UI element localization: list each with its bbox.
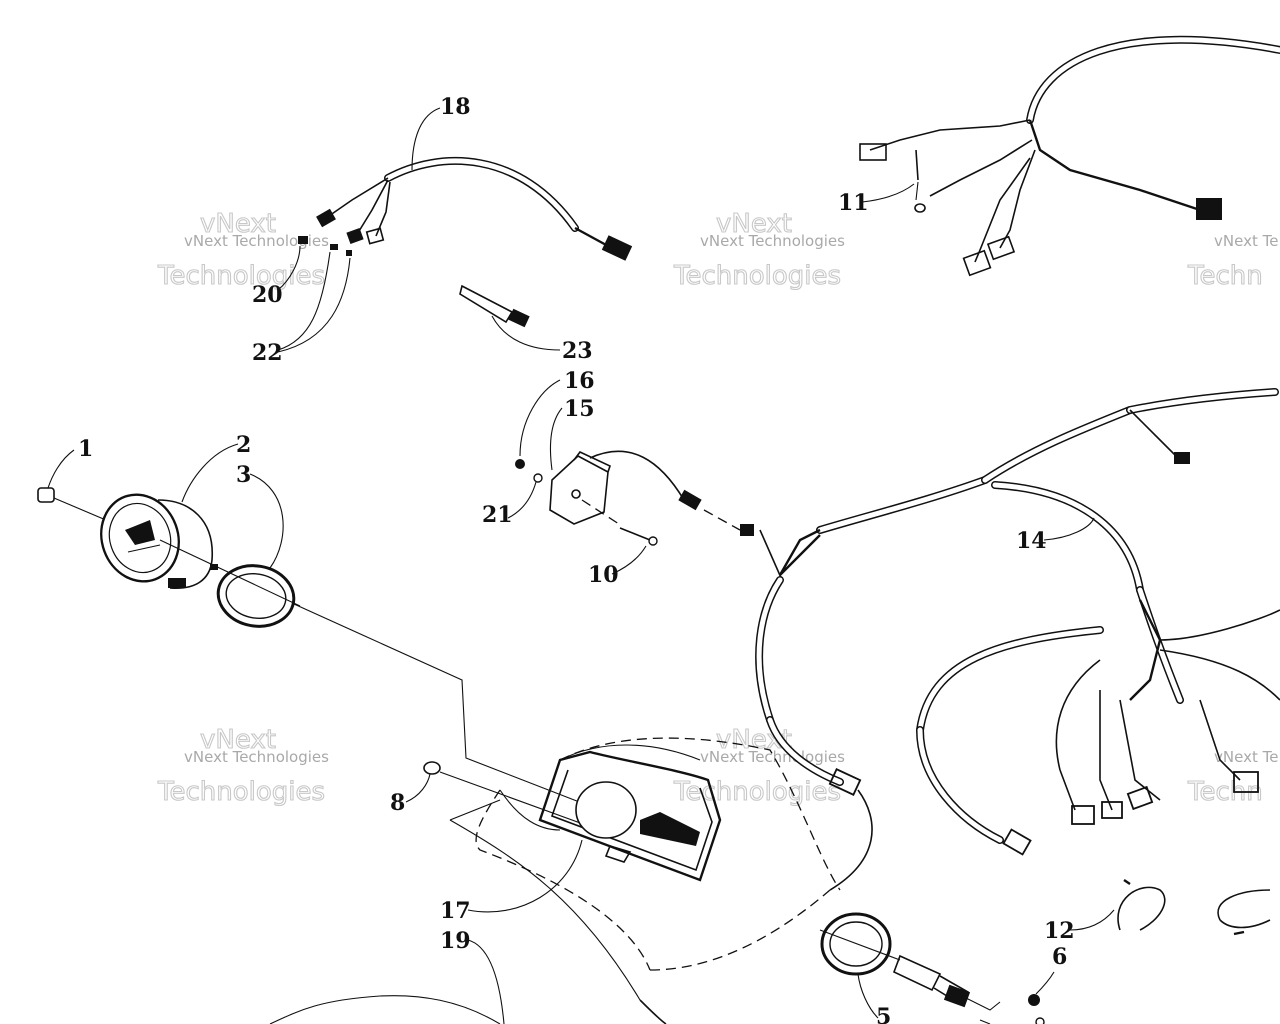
watermark-line: Technologies: [157, 261, 325, 291]
watermark-bottom-right: vNext Te Techn: [1186, 748, 1278, 808]
lower-right-hardware: [819, 879, 1271, 1024]
watermark-top-center: vNext vNext Technologies Technologies: [672, 208, 845, 291]
part-number-21: 21: [482, 502, 513, 528]
watermark-caption: vNext Technologies: [184, 232, 329, 250]
part-number-12: 12: [1044, 918, 1075, 944]
part-number-3: 3: [236, 462, 251, 488]
part-number-6: 6: [1052, 944, 1067, 970]
watermark-cut-caption: vNext Te: [1214, 748, 1278, 766]
part-number-10: 10: [588, 562, 619, 588]
part-number-11: 11: [838, 190, 869, 216]
dash-panel: [269, 737, 841, 1024]
part-number-17: 17: [440, 898, 471, 924]
part-number-1: 1: [78, 436, 93, 462]
watermark-caption: vNext Technologies: [700, 232, 845, 250]
watermark-line: Technologies: [673, 777, 841, 807]
harness-upper-left: [298, 156, 633, 261]
watermark-cut-caption: vNext Te: [1214, 232, 1278, 250]
harness-top-right: [859, 35, 1280, 277]
part-number-23: 23: [562, 338, 593, 364]
watermark-top-right: vNext Te Techn: [1186, 232, 1278, 292]
watermark-brand: vNext: [200, 725, 276, 755]
part-number-5: 5: [876, 1004, 891, 1024]
leader-lines: [47, 107, 1115, 1024]
part-number-18: 18: [440, 94, 471, 120]
watermark-line: Technologies: [157, 777, 325, 807]
watermark-caption: vNext Technologies: [700, 748, 845, 766]
part-number-20: 20: [252, 282, 283, 308]
part-number-16: 16: [564, 368, 595, 394]
main-harness-part-14: [740, 388, 1280, 891]
part-number-2: 2: [236, 432, 251, 458]
part-number-8: 8: [390, 790, 405, 816]
part-number-15: 15: [564, 396, 595, 422]
watermark-bottom-left: vNext vNext Technologies Technologies: [156, 724, 329, 807]
watermark-top-left: vNext vNext Technologies Technologies: [156, 208, 329, 291]
part-number-22: 22: [252, 340, 283, 366]
plug-part-23: [459, 284, 530, 328]
watermark-line: Technologies: [673, 261, 841, 291]
watermark-bottom-center: vNext vNext Technologies Technologies: [672, 724, 845, 807]
regulator-assembly: [515, 450, 741, 546]
gauge-leader-lines: [293, 603, 601, 829]
watermark-caption: vNext Technologies: [184, 748, 329, 766]
watermark-brand: vNext: [200, 209, 276, 239]
gauge-assembly: [37, 487, 301, 628]
watermark-cut-word: Techn: [1187, 261, 1263, 291]
part-number-19: 19: [440, 928, 471, 954]
part-number-labels: 18 20 22 23 16 15 21 10 11 14 1 2 3 8 17…: [78, 94, 1075, 1024]
part-number-14: 14: [1016, 528, 1047, 554]
watermark-brand: vNext: [716, 209, 792, 239]
screw-part-8: [423, 761, 441, 775]
